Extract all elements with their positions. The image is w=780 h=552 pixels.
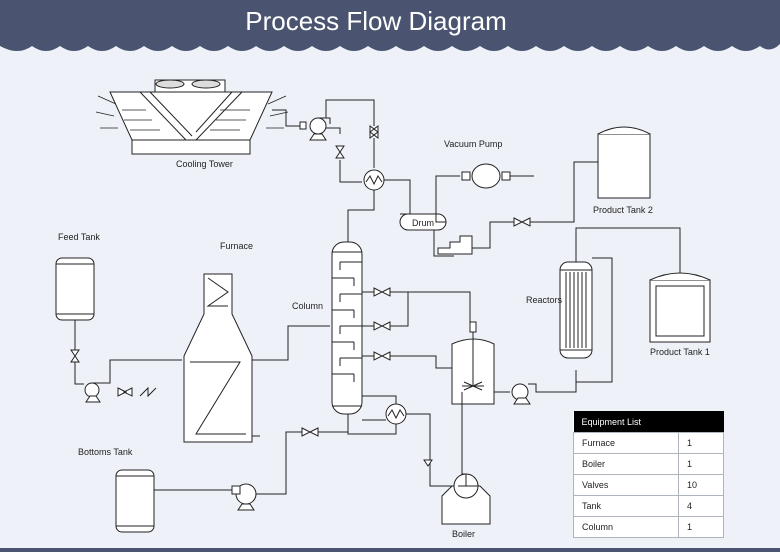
equipment-list-table: Equipment List Furnace 1 Boiler 1 Valves… — [573, 411, 724, 538]
label-feed-tank: Feed Tank — [58, 232, 100, 242]
label-cooling-tower: Cooling Tower — [176, 159, 233, 169]
reactor-pump-icon — [511, 370, 577, 405]
product-tank-1-icon — [649, 272, 711, 343]
equipment-name: Tank — [573, 495, 679, 517]
equipment-count: 1 — [678, 432, 724, 454]
reboiler-icon — [385, 403, 407, 425]
equipment-list-heading: Equipment List — [573, 411, 724, 433]
valve-bottoms — [301, 427, 319, 437]
product-tank-2-icon — [597, 126, 651, 199]
equipment-name: Column — [573, 516, 679, 538]
furnace-icon — [183, 273, 260, 443]
equipment-count: 1 — [678, 453, 724, 475]
feed-tank-icon — [55, 257, 95, 321]
valve-cw-1 — [369, 125, 379, 139]
boiler-icon — [441, 392, 491, 525]
page-title: Process Flow Diagram — [245, 6, 507, 36]
label-reactors: Reactors — [526, 295, 563, 305]
valve-column-1 — [373, 287, 391, 297]
equipment-count: 1 — [678, 516, 724, 538]
equipment-name: Furnace — [573, 432, 679, 454]
header-band — [0, 0, 780, 51]
label-bottoms-tank: Bottoms Tank — [78, 447, 133, 457]
valve-cw-2 — [335, 145, 345, 159]
label-column: Column — [292, 301, 324, 311]
valve-product-2 — [513, 217, 531, 227]
valve-column-3 — [373, 351, 391, 361]
label-product-tank-2: Product Tank 2 — [593, 205, 653, 215]
table-row: Valves 10 — [573, 474, 724, 496]
label-product-tank-1: Product Tank 1 — [650, 347, 710, 357]
equipment-count: 4 — [678, 495, 724, 517]
column-icon — [331, 241, 363, 415]
bottoms-tank-icon — [115, 469, 155, 533]
feed-pump-icon — [84, 359, 182, 403]
table-row: Furnace 1 — [573, 432, 724, 454]
condenser-icon — [363, 169, 385, 191]
cooling-pump-icon — [299, 117, 331, 141]
stirred-vessel-icon — [451, 321, 495, 405]
valve-feed-2 — [117, 387, 133, 397]
valve-feed — [70, 349, 80, 363]
equipment-name: Boiler — [573, 453, 679, 475]
bottoms-pump-icon — [154, 483, 262, 511]
header-scallop — [0, 0, 780, 51]
label-boiler: Boiler — [452, 529, 476, 539]
bottom-bar — [0, 548, 780, 552]
valve-column-2 — [373, 321, 391, 331]
label-drum: Drum — [412, 218, 434, 228]
reactor-icon — [559, 227, 681, 383]
label-vacuum-pump: Vacuum Pump — [444, 139, 503, 149]
cooling-tower-icon — [95, 79, 289, 155]
equipment-name: Valves — [573, 474, 679, 496]
table-row: Tank 4 — [573, 495, 724, 517]
table-row: Boiler 1 — [573, 453, 724, 475]
table-row: Column 1 — [573, 516, 724, 538]
label-furnace: Furnace — [220, 241, 254, 251]
vacuum-pump-icon — [461, 163, 534, 189]
equipment-count: 10 — [678, 474, 724, 496]
